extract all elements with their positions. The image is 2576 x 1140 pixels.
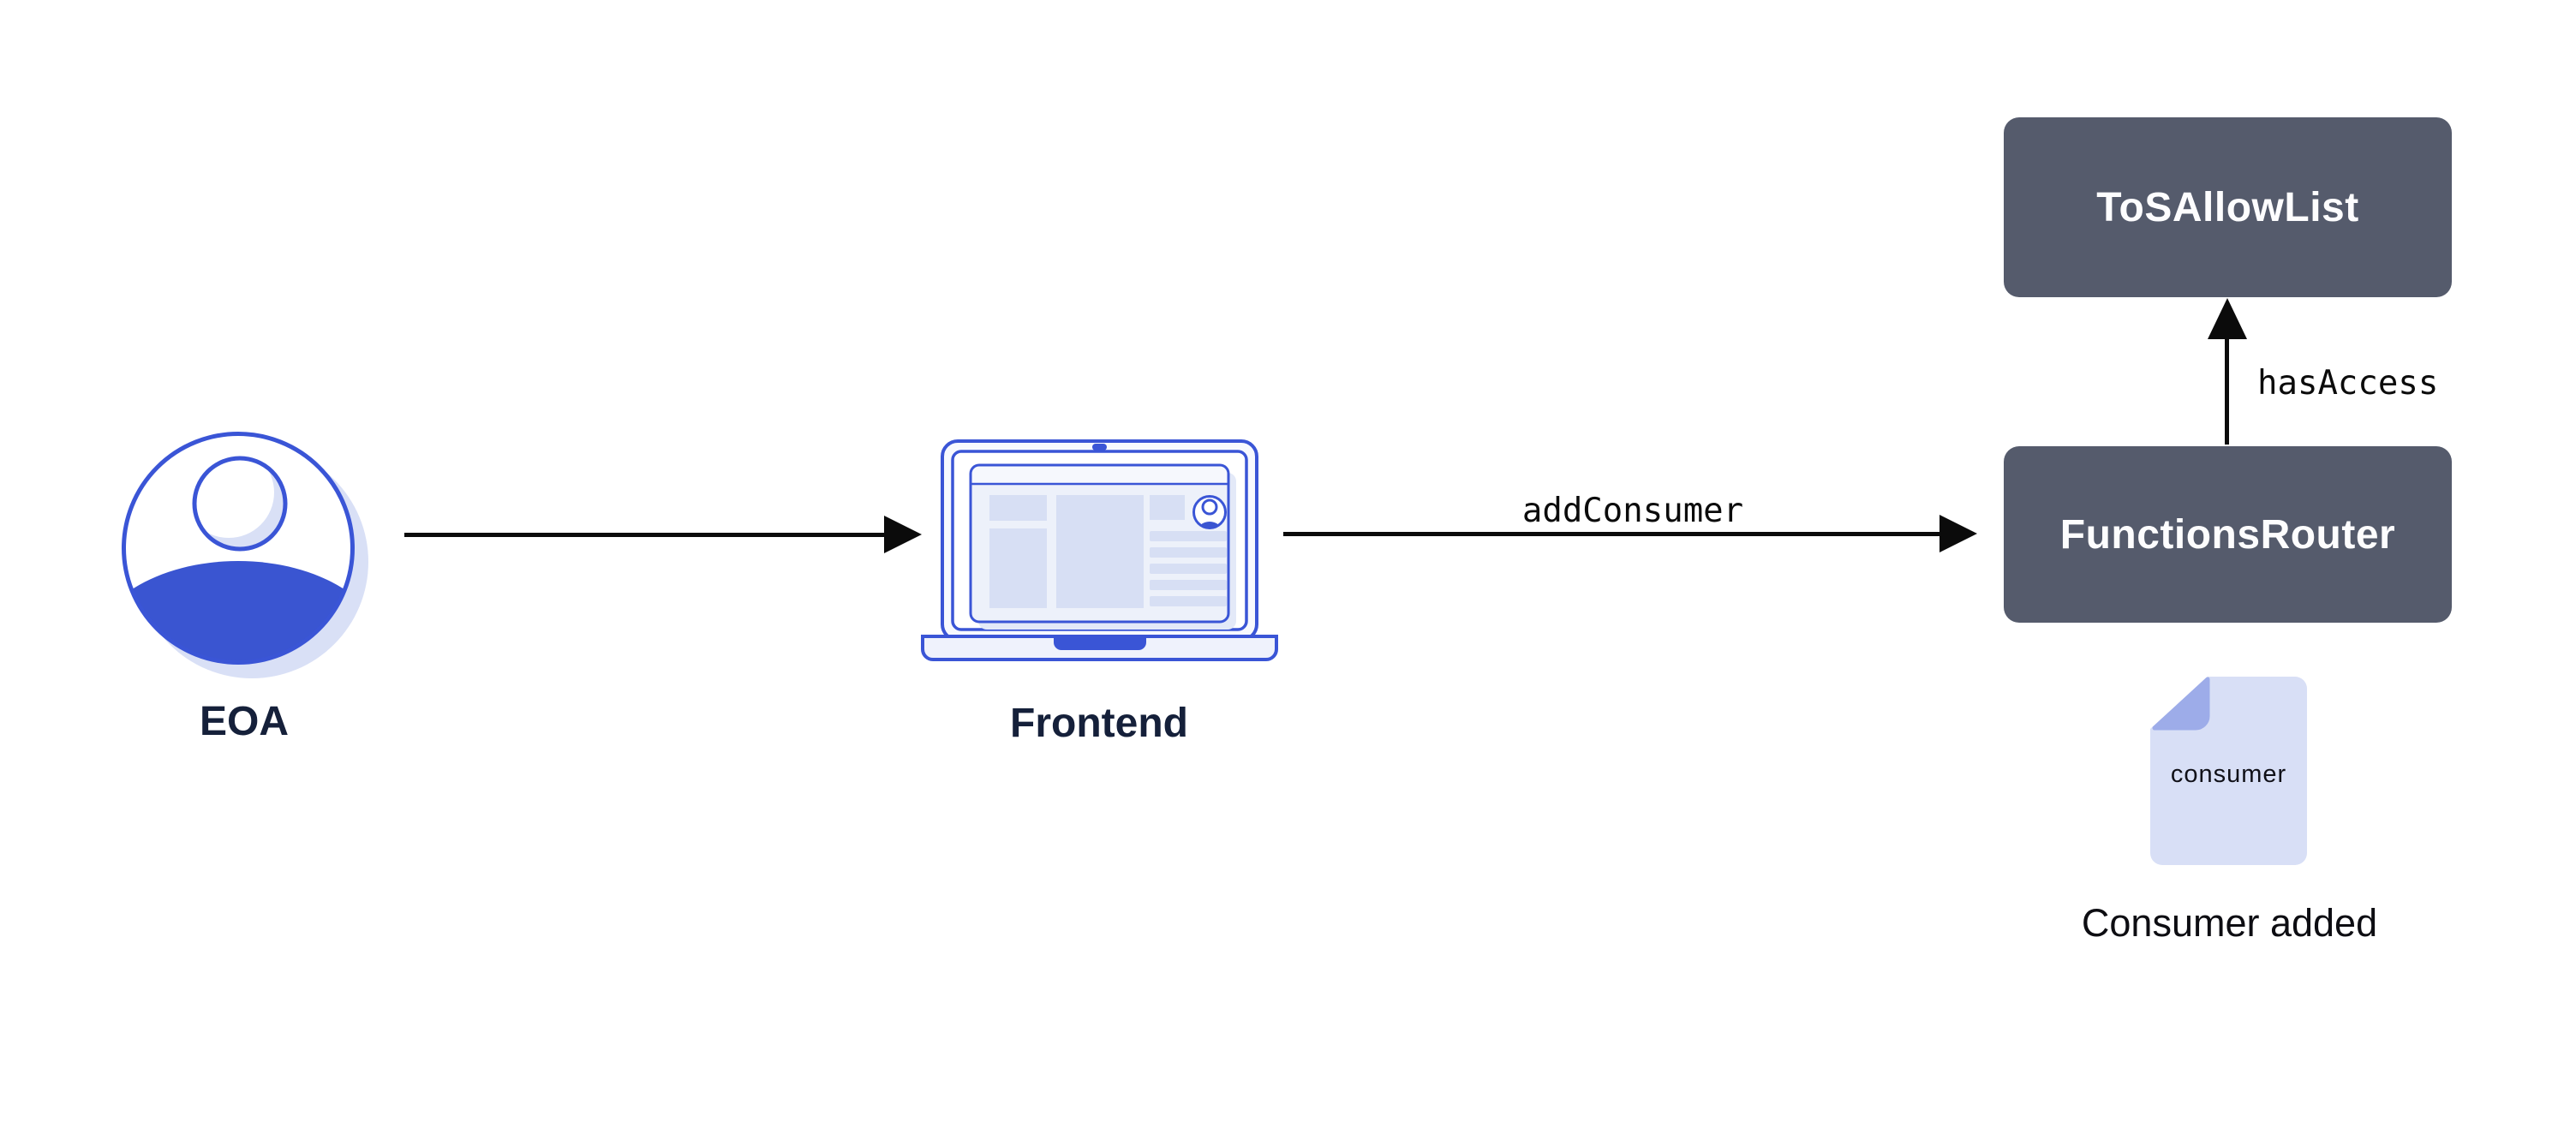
functions-router-label: FunctionsRouter [2059,511,2396,558]
laptop-browser-icon [921,439,1278,661]
arrow-shaft [404,533,886,537]
browser-window [971,465,1228,622]
add-consumer-edge-label: addConsumer [1521,492,1744,530]
user-avatar-icon [122,432,368,678]
avatar-shoulders [123,561,353,663]
consumer-file-label: consumer [2170,761,2287,788]
node-functions-router: FunctionsRouter [2004,446,2452,623]
laptop-hinge-notch [1054,638,1146,650]
arrowhead-right-icon [884,516,922,553]
browser-window-border [969,463,1230,624]
arrowhead-right-icon [1939,515,1977,552]
arrowhead-up-icon [2208,298,2247,339]
tos-allow-list-label: ToSAllowList [2096,184,2359,230]
frontend-label: Frontend [1010,701,1188,746]
document-fold-corner [2152,677,2210,731]
arrow-shaft [2225,339,2229,445]
node-tos-allow-list: ToSAllowList [2004,117,2452,297]
avatar-head-ring [192,456,288,552]
document-folded-corner-icon [2150,677,2307,865]
consumer-added-caption: Consumer added [2081,901,2378,945]
eoa-label: EOA [199,699,289,744]
has-access-edge-label: hasAccess [2257,364,2439,403]
laptop-camera-dot [1092,444,1107,451]
avatar-outer-ring [122,432,355,665]
arrow-shaft [1283,532,1939,536]
